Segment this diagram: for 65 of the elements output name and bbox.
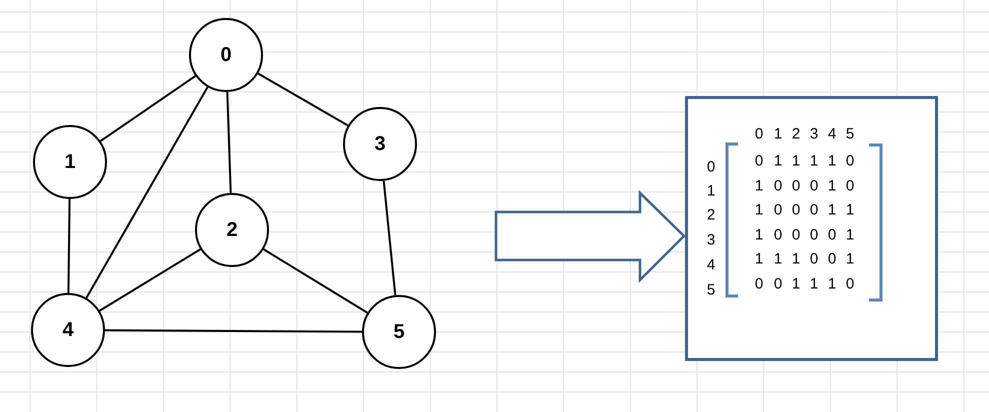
graph-vertex-circle: 2 xyxy=(195,193,269,267)
column-header: 4 xyxy=(828,126,836,142)
matrix-entry: 1 xyxy=(754,226,764,244)
matrix-entry: 0 xyxy=(774,226,782,244)
column-header: 5 xyxy=(846,126,854,142)
matrix-entry: 0 xyxy=(792,202,800,218)
matrix-entry: 1 xyxy=(828,178,836,194)
edge-line xyxy=(100,75,196,142)
matrix-entry: 0 xyxy=(792,178,800,194)
row-header: 2 xyxy=(706,206,716,224)
matrix-entry: 0 xyxy=(754,152,764,170)
matrix-entry: 1 xyxy=(792,250,800,268)
matrix-entry: 0 xyxy=(828,250,836,268)
matrix-entry: 1 xyxy=(810,152,818,170)
matrix-entry: 0 xyxy=(774,178,782,194)
matrix-entry: 1 xyxy=(754,250,764,268)
graph-vertex-circle: 4 xyxy=(31,293,105,367)
column-header: 3 xyxy=(810,126,818,142)
matrix-entry: 1 xyxy=(846,202,854,218)
row-header: 5 xyxy=(706,282,716,298)
matrix-entry: 1 xyxy=(828,276,836,292)
matrix-entry: 1 xyxy=(792,152,800,170)
edge-line xyxy=(86,86,208,298)
graph-vertex-circle: 1 xyxy=(33,125,107,199)
matrix-entry: 0 xyxy=(792,226,800,244)
edge-line xyxy=(382,180,396,296)
edge-line xyxy=(226,92,232,194)
matrix-entry: 1 xyxy=(828,202,836,218)
matrix-entry: 1 xyxy=(754,202,764,218)
row-header: 0 xyxy=(706,158,716,176)
matrix-entry: 0 xyxy=(774,202,782,218)
matrix-entry: 1 xyxy=(754,178,764,194)
edge-line xyxy=(258,72,348,126)
matrix-entry: 1 xyxy=(774,250,782,268)
block-arrow xyxy=(494,190,686,284)
row-header: 3 xyxy=(706,232,716,248)
matrix-entry: 0 xyxy=(846,152,854,170)
edge-line xyxy=(105,329,362,333)
matrix-entry: 0 xyxy=(810,202,818,218)
matrix-entry: 1 xyxy=(828,152,836,170)
column-header: 1 xyxy=(774,126,782,142)
graph-vertex-circle: 3 xyxy=(343,107,417,181)
column-header: 0 xyxy=(754,126,764,142)
edge-line xyxy=(263,248,368,314)
matrix-entry: 0 xyxy=(846,276,854,292)
matrix-entry: 0 xyxy=(774,276,782,292)
matrix-entry: 1 xyxy=(774,152,782,170)
matrix-entry: 0 xyxy=(828,226,836,244)
matrix-entry: 0 xyxy=(810,250,818,268)
graph-vertex-circle: 0 xyxy=(189,18,263,92)
row-header: 1 xyxy=(706,182,716,200)
matrix-entry: 0 xyxy=(846,178,854,194)
matrix-entry: 0 xyxy=(810,226,818,244)
edge-line xyxy=(99,248,201,312)
matrix-entry: 0 xyxy=(810,178,818,194)
matrix-entry: 1 xyxy=(846,226,854,244)
matrix-entry: 1 xyxy=(810,276,818,292)
matrix-panel xyxy=(685,96,938,361)
edge-line xyxy=(67,198,71,294)
matrix-entry: 1 xyxy=(792,276,800,292)
column-header: 2 xyxy=(792,126,800,142)
matrix-entry: 1 xyxy=(846,250,854,268)
row-header: 4 xyxy=(706,256,716,274)
matrix-entry: 0 xyxy=(754,276,764,292)
graph-vertex-circle: 5 xyxy=(362,295,436,369)
